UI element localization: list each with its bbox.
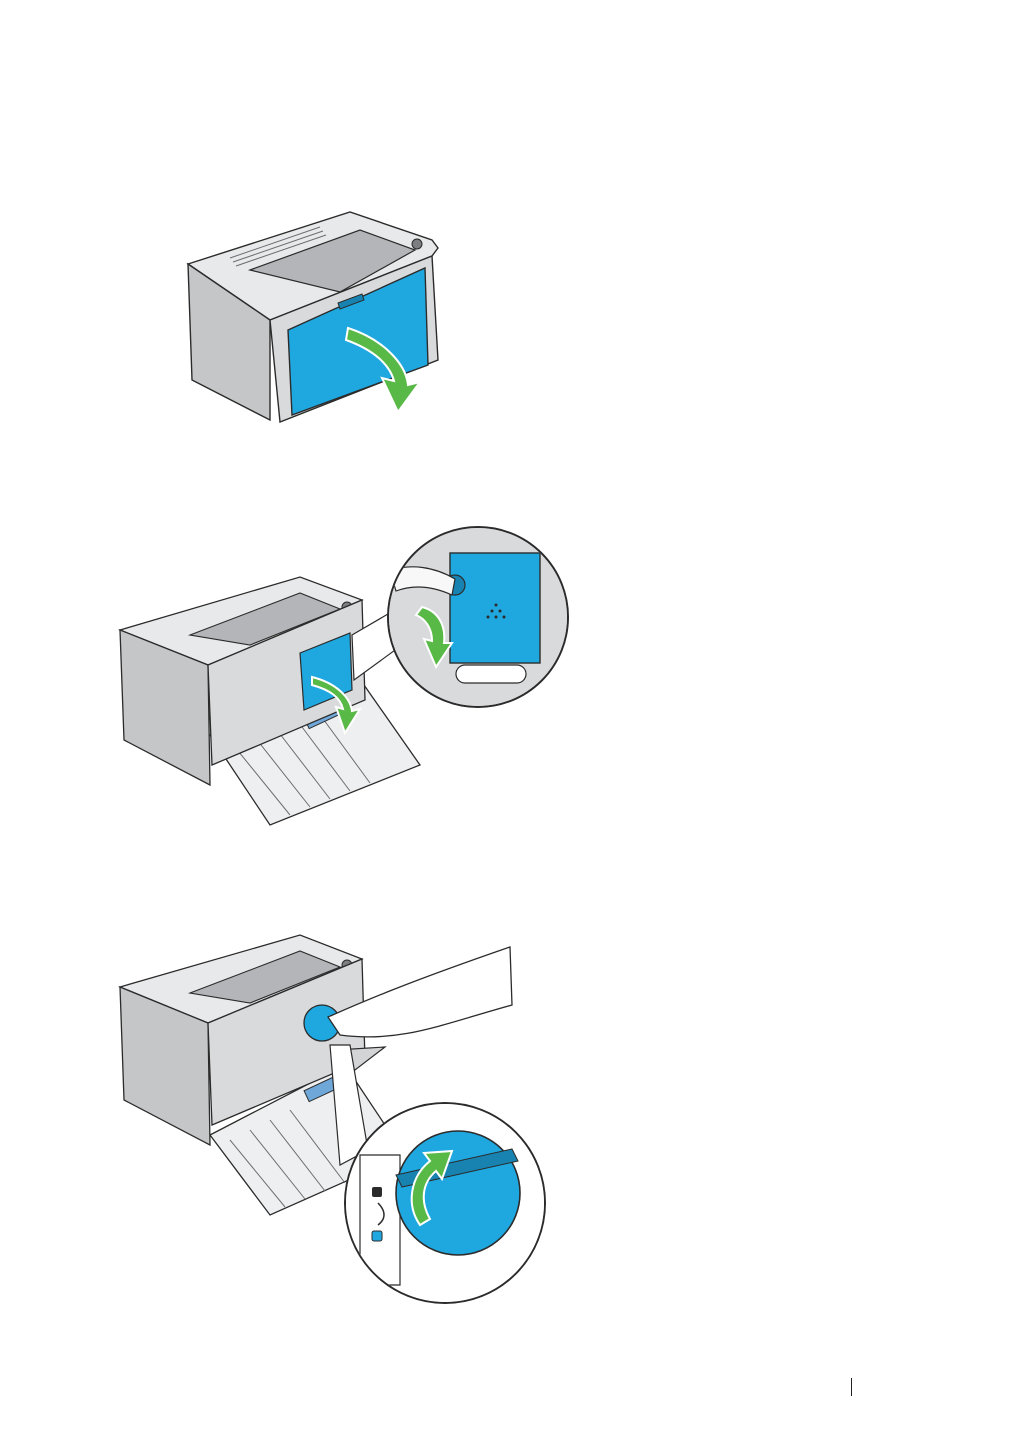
printer-toner-rotate-svg: [100, 925, 570, 1310]
toner-cover-magnified: [450, 553, 540, 663]
rotate-toner-cartridge-illustration: [100, 925, 570, 1310]
power-button-icon: [412, 239, 422, 249]
unlock-icon: [372, 1231, 382, 1241]
cover-latch: [456, 665, 526, 683]
printer-front-cover-svg: [170, 200, 470, 440]
lock-icon: [372, 1187, 382, 1197]
open-toner-access-cover-illustration: [100, 515, 570, 835]
printer-toner-cover-svg: [100, 515, 570, 835]
page-footer-divider: [851, 1378, 852, 1396]
open-front-cover-illustration: [170, 200, 470, 440]
